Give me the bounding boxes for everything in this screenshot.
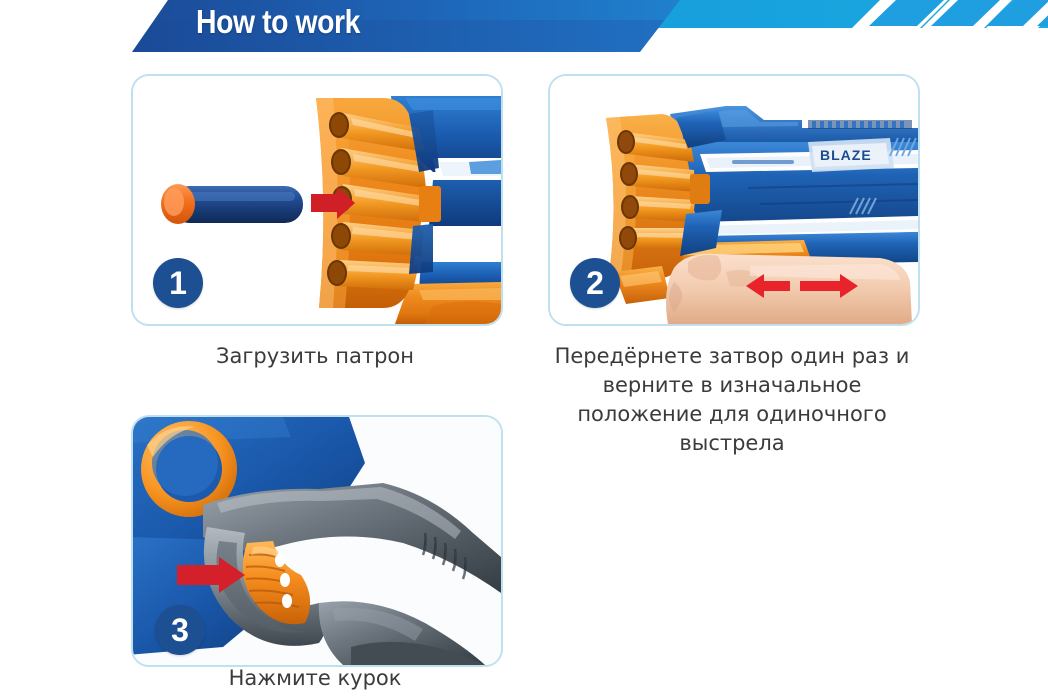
step-panel-1: 1 bbox=[131, 74, 503, 326]
caption-line: выстрела bbox=[679, 431, 785, 455]
caption-line: Загрузить патрон bbox=[216, 344, 414, 368]
step-panel-2: BLAZE bbox=[548, 74, 920, 326]
header-stripes bbox=[869, 0, 1048, 26]
orange-ring bbox=[141, 421, 237, 533]
caption-line: верните в изначальное bbox=[602, 373, 862, 397]
blaze-logo: BLAZE bbox=[808, 137, 917, 172]
step-3-illustration bbox=[133, 417, 501, 665]
header-banner: How to work bbox=[0, 0, 1048, 56]
svg-text:BLAZE: BLAZE bbox=[820, 147, 872, 163]
red-right-arrow bbox=[177, 557, 245, 593]
page-title: How to work bbox=[196, 3, 360, 40]
step-2-caption: Передёрнете затвор один раз и верните в … bbox=[530, 342, 934, 458]
step-1-caption: Загрузить патрон bbox=[131, 342, 499, 371]
orange-trigger bbox=[242, 541, 311, 625]
step-number-badge-3: 3 bbox=[155, 605, 205, 655]
step-3-caption: Нажмите курок bbox=[131, 664, 499, 693]
step-panel-3: 3 bbox=[131, 415, 503, 667]
step-number-badge-2: 2 bbox=[570, 258, 620, 308]
caption-line: положение для одиночного bbox=[577, 402, 887, 426]
caption-line: Нажмите курок bbox=[228, 666, 402, 690]
red-double-arrow bbox=[746, 274, 858, 298]
step-1-illustration bbox=[133, 76, 501, 324]
dart bbox=[161, 184, 303, 224]
red-right-arrow bbox=[311, 187, 355, 219]
caption-line: Передёрнете затвор один раз и bbox=[554, 344, 910, 368]
step-number-badge-1: 1 bbox=[153, 258, 203, 308]
